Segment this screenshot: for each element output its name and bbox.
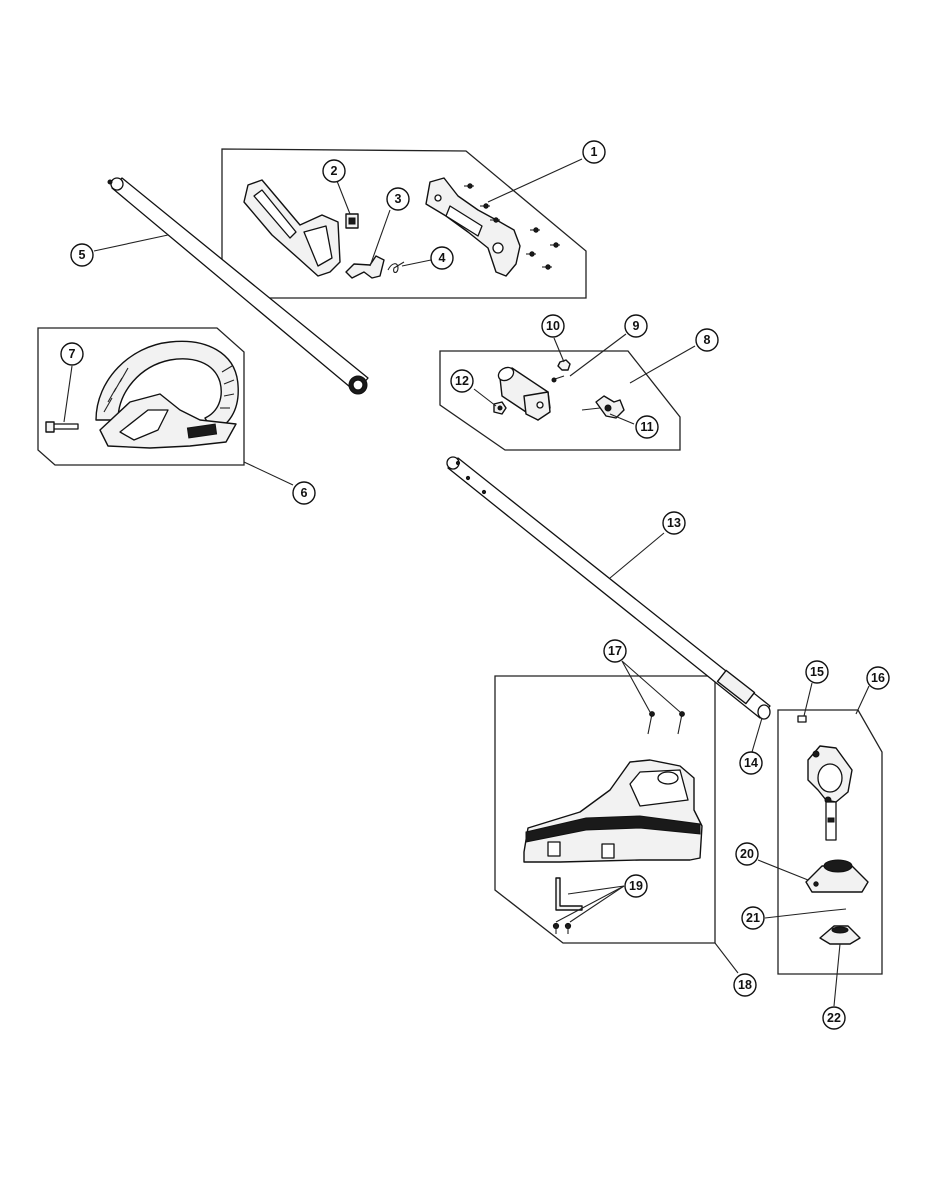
callout-6: 6: [292, 481, 316, 505]
callout-8: 8: [695, 328, 719, 352]
torsion-spring: [387, 261, 405, 274]
svg-text:20: 20: [740, 847, 754, 861]
coupler-screw: [551, 375, 565, 383]
svg-text:3: 3: [395, 192, 402, 206]
trigger-lever: [345, 255, 385, 279]
assist-handle: [95, 340, 239, 449]
leader-lines: [63, 158, 870, 1007]
handle-housing-left-half: [243, 179, 341, 277]
svg-text:12: 12: [455, 374, 469, 388]
coupler: [497, 366, 551, 421]
upper-shaft: [107, 177, 369, 395]
callout-1: 1: [582, 140, 606, 164]
group-box-coupler: [439, 350, 681, 451]
svg-text:22: 22: [827, 1011, 841, 1025]
svg-text:21: 21: [746, 911, 760, 925]
group-box-gearhead: [777, 709, 883, 975]
coupler-knob: [581, 395, 625, 419]
callout-10: 10: [541, 314, 565, 338]
callout-7: 7: [60, 342, 84, 366]
svg-text:19: 19: [629, 879, 643, 893]
group-box-guard: [494, 675, 716, 944]
svg-text:6: 6: [301, 486, 308, 500]
svg-text:18: 18: [738, 978, 752, 992]
callout-18: 18: [733, 973, 757, 997]
assist-handle-bolt: [45, 421, 79, 433]
allen-wrench-and-screws: [552, 877, 583, 934]
svg-text:16: 16: [871, 671, 885, 685]
lower-shaft: [446, 456, 771, 720]
trimmer-head-spool: [805, 859, 869, 893]
bump-knob: [819, 925, 861, 945]
svg-text:17: 17: [608, 644, 622, 658]
svg-text:8: 8: [704, 333, 711, 347]
trigger-switch: [345, 213, 359, 229]
svg-text:2: 2: [331, 164, 338, 178]
callout-4: 4: [430, 246, 454, 270]
trimmer-line: [825, 908, 847, 912]
callout-14: 14: [739, 751, 763, 775]
callout-3: 3: [386, 187, 410, 211]
svg-text:4: 4: [439, 251, 446, 265]
handle-housing-right-half: [425, 177, 521, 277]
callout-22: 22: [822, 1006, 846, 1030]
gearhead: [807, 745, 853, 841]
svg-text:14: 14: [744, 756, 758, 770]
callout-19: 19: [624, 874, 648, 898]
callout-12: 12: [450, 369, 474, 393]
guard-screws: [647, 711, 685, 735]
callout-2: 2: [322, 159, 346, 183]
callout-20: 20: [735, 842, 759, 866]
svg-text:7: 7: [69, 347, 76, 361]
callout-9: 9: [624, 314, 648, 338]
trimmer-guard: [523, 759, 703, 863]
svg-text:5: 5: [79, 248, 86, 262]
callout-21: 21: [741, 906, 765, 930]
callout-15: 15: [805, 660, 829, 684]
callout-13: 13: [662, 511, 686, 535]
coupler-square-nut: [493, 401, 507, 415]
svg-text:13: 13: [667, 516, 681, 530]
svg-text:9: 9: [633, 319, 640, 333]
svg-text:15: 15: [810, 665, 824, 679]
callout-16: 16: [866, 666, 890, 690]
group-box-assist-handle: [37, 327, 245, 466]
callout-17: 17: [603, 639, 627, 663]
svg-text:1: 1: [591, 145, 598, 159]
coupler-nut: [557, 359, 571, 371]
gearhead-screw: [797, 715, 807, 723]
housing-screws: [464, 183, 560, 270]
svg-text:10: 10: [546, 319, 560, 333]
svg-text:11: 11: [640, 420, 653, 434]
callout-11: 11: [635, 415, 659, 439]
callout-5: 5: [70, 243, 94, 267]
